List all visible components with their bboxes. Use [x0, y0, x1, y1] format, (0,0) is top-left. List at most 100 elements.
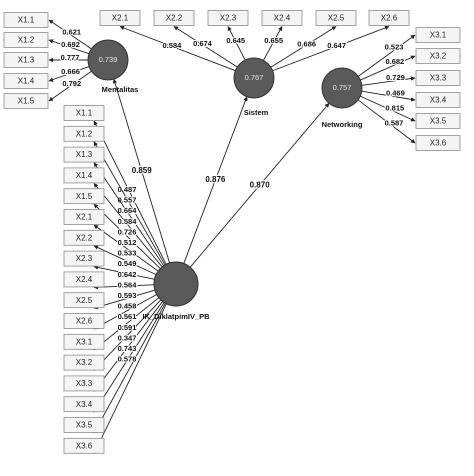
networking-indicator-5[interactable]: X3.5 [415, 113, 461, 129]
sistem-indicator-4[interactable]: X2.4 [261, 10, 303, 26]
pb-indicator-13-box[interactable] [63, 354, 105, 371]
mentalitas-indicator-5-box[interactable] [3, 93, 49, 109]
pb-indicator-8-box[interactable] [63, 250, 105, 267]
pb-indicator-13-label: X3.2 [76, 358, 93, 367]
pb-indicator-7-label: X2.2 [76, 233, 93, 242]
pb-indicator-13[interactable]: X3.2 [63, 354, 105, 371]
pb-indicator-8[interactable]: X2.3 [63, 250, 105, 267]
networking-indicator-2-box[interactable] [415, 48, 461, 64]
sistem-indicator-6[interactable]: X2.6 [368, 10, 410, 26]
pb-indicator-12-box[interactable] [63, 333, 105, 350]
construct-mentalitas[interactable]: 0.739 Mentalitas [87, 39, 138, 94]
construct-networking-circle[interactable] [321, 67, 363, 109]
pb-indicator-17[interactable]: X3.6 [63, 437, 105, 454]
networking-indicator-6[interactable]: X3.6 [415, 135, 461, 151]
networking-indicator-4[interactable]: X3.4 [415, 92, 461, 108]
pb-indicator-3-box[interactable] [63, 146, 105, 163]
pb-indicator-12[interactable]: X3.1 [63, 333, 105, 350]
sistem-indicator-2[interactable]: X2.2 [153, 10, 195, 26]
pb-indicator-1[interactable]: X1.1 [63, 105, 105, 121]
pb-indicator-9-box[interactable] [63, 271, 105, 288]
mentalitas-loading-2: 0.692 [61, 40, 80, 49]
sistem-indicator-1[interactable]: X2.1 [99, 10, 141, 26]
networking-loading-4: 0.469 [386, 89, 405, 98]
pb-indicator-14[interactable]: X3.3 [63, 375, 105, 392]
construct-pb[interactable]: IK_DiklatpimIV_PB [142, 261, 210, 321]
networking-indicator-3-box[interactable] [415, 70, 461, 86]
sistem-indicator-3-box[interactable] [207, 10, 249, 26]
pb-indicator-11-box[interactable] [63, 313, 105, 329]
sistem-loading-line-3 [227, 26, 246, 61]
mentalitas-indicator-2[interactable]: X1.2 [3, 32, 49, 48]
pb-indicator-1-box[interactable] [63, 105, 105, 121]
networking-loading-line-6 [357, 99, 416, 144]
sistem-loading-3: 0.645 [226, 36, 245, 45]
pb-indicator-6-box[interactable] [63, 209, 105, 225]
construct-sistem[interactable]: 0.767 Sistem [233, 57, 275, 117]
pb-indicator-15-box[interactable] [63, 396, 105, 413]
pb-indicator-2[interactable]: X1.2 [63, 125, 105, 142]
mentalitas-indicator-5[interactable]: X1.5 [3, 93, 49, 109]
mentalitas-indicator-3[interactable]: X1.3 [3, 52, 49, 68]
construct-mentalitas-circle[interactable] [87, 39, 129, 81]
pb-indicator-5[interactable]: X1.5 [63, 188, 105, 205]
networking-loading-5: 0.815 [385, 104, 404, 113]
pb-indicator-16[interactable]: X3.5 [63, 417, 105, 433]
pb-indicator-17-box[interactable] [63, 437, 105, 454]
networking-indicator-4-box[interactable] [415, 92, 461, 108]
pb-indicator-5-box[interactable] [63, 188, 105, 205]
networking-indicator-5-box[interactable] [415, 113, 461, 129]
mentalitas-indicator-2-box[interactable] [3, 32, 49, 48]
construct-sistem-circle[interactable] [233, 57, 275, 99]
pb-indicator-6[interactable]: X2.1 [63, 209, 105, 225]
pb-loading-3: 0.664 [118, 206, 138, 215]
networking-loading-line-3 [361, 76, 416, 86]
pb-indicator-7-box[interactable] [63, 229, 105, 246]
pb-indicator-4[interactable]: X1.4 [63, 167, 105, 184]
networking-indicator-1-label: X3.1 [430, 31, 447, 40]
pb-indicator-11[interactable]: X2.6 [63, 313, 105, 329]
pb-loading-1: 0.487 [118, 185, 137, 194]
sistem-indicator-2-box[interactable] [153, 10, 195, 26]
mentalitas-indicator-4-box[interactable] [3, 73, 49, 89]
construct-pb-circle[interactable] [153, 261, 199, 307]
mentalitas-indicator-4[interactable]: X1.4 [3, 73, 49, 89]
pb-indicator-15[interactable]: X3.4 [63, 396, 105, 413]
sistem-indicator-3[interactable]: X2.3 [207, 10, 249, 26]
networking-indicator-1-box[interactable] [415, 27, 461, 43]
sistem-indicator-1-box[interactable] [99, 10, 141, 26]
pb-indicator-3[interactable]: X1.3 [63, 146, 105, 163]
mentalitas-indicator-1-box[interactable] [3, 12, 49, 28]
pb-indicator-10[interactable]: X2.5 [63, 292, 105, 309]
pb-indicator-2-label: X1.2 [76, 129, 93, 138]
sistem-indicator-6-box[interactable] [368, 10, 410, 26]
networking-indicator-6-label: X3.6 [430, 139, 447, 148]
path-line-mentalitas [112, 78, 171, 264]
construct-pb-label: IK_DiklatpimIV_PB [142, 312, 210, 321]
pb-loading-line-1 [93, 120, 167, 265]
pb-indicator-2-box[interactable] [63, 125, 105, 142]
networking-indicator-6-box[interactable] [415, 135, 461, 151]
networking-loading-1: 0.523 [385, 43, 404, 52]
sistem-indicator-4-box[interactable] [261, 10, 303, 26]
sistem-indicator-5[interactable]: X2.5 [315, 10, 357, 26]
sistem-indicator-5-box[interactable] [315, 10, 357, 26]
mentalitas-indicator-1[interactable]: X1.1 [3, 12, 49, 28]
pb-indicator-9[interactable]: X2.4 [63, 271, 105, 288]
networking-indicator-1[interactable]: X3.1 [415, 27, 461, 43]
pb-indicator-16-box[interactable] [63, 417, 105, 433]
networking-indicator-2[interactable]: X3.2 [415, 48, 461, 64]
mentalitas-indicator-3-box[interactable] [3, 52, 49, 68]
pb-indicator-7[interactable]: X2.2 [63, 229, 105, 246]
pb-indicator-10-box[interactable] [63, 292, 105, 309]
mentalitas-loading-line-4 [48, 66, 90, 82]
construct-networking[interactable]: 0.757 Networking [321, 67, 363, 129]
pb-indicator-4-box[interactable] [63, 167, 105, 184]
mentalitas-indicator-4-label: X1.4 [18, 77, 35, 86]
pb-indicator-6-label: X2.1 [76, 213, 93, 222]
pb-indicator-9-label: X2.4 [76, 275, 93, 284]
pb-indicator-14-box[interactable] [63, 375, 105, 392]
networking-indicator-3[interactable]: X3.3 [415, 70, 461, 86]
pb-loading-line-16 [93, 303, 166, 434]
networking-loading-line-2 [360, 55, 416, 81]
